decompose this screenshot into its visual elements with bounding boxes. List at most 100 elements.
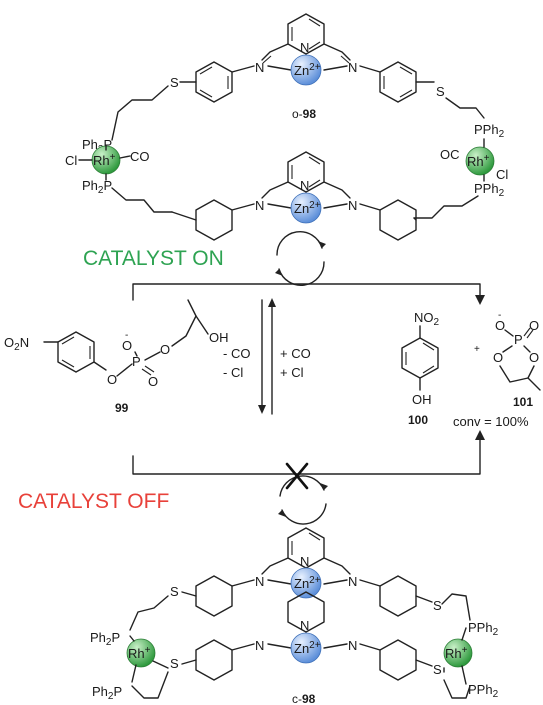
catalyst-on-label: CATALYST ON: [83, 247, 224, 270]
zinc-label-bottom-lower: Zn2+: [294, 640, 321, 656]
aryl-ring-mid-right: [379, 199, 417, 241]
aryl-ring-bottom-left-1: [195, 575, 233, 617]
zinc-label-top: Zn2+: [294, 62, 321, 78]
pyridine-n-bottom-lower: N: [300, 618, 309, 633]
compound-label-99: 99: [115, 401, 129, 415]
thioether-s-bottom-right-2: S: [433, 662, 442, 677]
aryl-ring-top-left: [195, 61, 233, 103]
imine-n-mid-left: N: [255, 198, 264, 213]
zinc-label-mid: Zn2+: [294, 200, 321, 216]
pph2-bottom-right: PPh2: [474, 181, 505, 199]
phosphorus-cyclic: P: [514, 332, 523, 347]
ph2p-bottom-left-lower: Ph2P: [92, 684, 122, 702]
catalyst-off-label: CATALYST OFF: [18, 490, 169, 513]
phosphorus-substrate: P: [132, 354, 141, 369]
closed-macrocycle-c98: N N N Zn2+ S S N N N Zn2+ S S Ph2P: [90, 527, 499, 705]
phosphate-o-minus: O: [122, 338, 132, 353]
chloride-right-top: Cl: [496, 167, 508, 182]
charge-minus-substrate: -: [125, 330, 128, 341]
aryl-oxygen: O: [107, 372, 117, 387]
reaction-bracket-bottom: [132, 435, 481, 475]
ring-oxygen-left: O: [493, 350, 503, 365]
carbonyl-left-top: CO: [130, 149, 150, 164]
imine-n-top-left: N: [255, 60, 264, 75]
cycle-arrows-off: [278, 475, 328, 525]
eq-left-cl: - Cl: [223, 365, 243, 380]
aryl-ring-mid-left: [195, 199, 233, 241]
pyridine-n-mid: N: [300, 178, 309, 193]
product-100: NO2 OH 100: [401, 310, 440, 427]
cyclic-oxo: O: [529, 318, 539, 333]
pyridine-ring-lower: [287, 151, 325, 193]
aryl-ring-substrate: [57, 331, 95, 373]
plus-sign: +: [474, 344, 480, 355]
zinc-ion-bottom-upper: [290, 567, 322, 599]
hydroxyl-product: OH: [412, 392, 432, 407]
rhodium-label-left-bottom: Rh+: [128, 645, 151, 661]
cyclic-o-minus: O: [495, 318, 505, 333]
zinc-ion-top: [290, 54, 322, 86]
imine-n-bottom-right-2: N: [348, 638, 357, 653]
open-macrocycle-o98: N N N Zn2+ S S o-98 Ph2P Rh+ Cl CO Ph: [65, 13, 508, 241]
pyridine-ring-upper: [287, 13, 325, 55]
imine-n-mid-right: N: [348, 198, 357, 213]
rhodium-center-left-bottom: [126, 638, 156, 668]
imine-n-bottom-left-2: N: [255, 638, 264, 653]
aryl-ring-bottom-right-1: [379, 575, 417, 617]
ph2p-bottom-left: Ph2P: [82, 178, 112, 196]
imine-n-bottom-right-1: N: [348, 574, 357, 589]
aryl-ring-product: [401, 337, 439, 379]
ring-oxygen-right: O: [529, 350, 539, 365]
compound-label-101: 101: [513, 395, 533, 409]
thioether-s-bottom-right-1: S: [433, 598, 442, 613]
pyridine-n-top: N: [300, 40, 309, 55]
substrate-99: O2N O P O - O O OH 99: [4, 299, 229, 415]
rhodium-center-right-top: [465, 146, 495, 176]
pyridine-n-bottom-upper: N: [300, 554, 309, 569]
eq-right-cl: + Cl: [280, 365, 304, 380]
nitro-group-substrate: O2N: [4, 335, 29, 353]
eq-left-co: - CO: [223, 346, 250, 361]
zinc-ion-mid: [290, 192, 322, 224]
pph2-top-right: PPh2: [474, 122, 505, 140]
equilibrium-arrows: - CO - Cl + CO + Cl: [223, 298, 311, 415]
rhodium-label-right-bottom: Rh+: [445, 645, 468, 661]
compound-label-c98: c-98: [292, 692, 316, 705]
eq-right-co: + CO: [280, 346, 311, 361]
aryl-ring-top-right: [379, 61, 417, 103]
phosphate-oxo: O: [148, 374, 158, 389]
imine-n-bottom-left-1: N: [255, 574, 264, 589]
thioether-s-bottom-left-2: S: [170, 656, 179, 671]
ph2p-bottom-left-upper: Ph2P: [90, 630, 120, 648]
conversion-label: conv = 100%: [453, 414, 529, 429]
chloride-left-top: Cl: [65, 153, 77, 168]
zinc-label-bottom-upper: Zn2+: [294, 575, 321, 591]
reaction-bracket-top: [132, 283, 481, 301]
catalyst-off-section: CATALYST OFF: [18, 462, 328, 525]
cycle-arrows-on: [275, 231, 326, 286]
aryl-ring-bottom-right-2: [379, 639, 417, 681]
rhodium-label-right-top: Rh+: [467, 153, 490, 169]
pph2-bottom-right-upper: PPh2: [468, 620, 499, 638]
stop-cross: [285, 462, 309, 490]
product-101: O - O P O O 101: [493, 310, 541, 409]
hydroxyl-substrate: OH: [209, 330, 229, 345]
thioether-s-top-left: S: [170, 75, 179, 90]
compound-label-o98: o-98: [292, 107, 316, 121]
ester-oxygen: O: [160, 342, 170, 357]
charge-minus-cyclic: -: [498, 310, 501, 321]
thioether-s-top-right: S: [436, 84, 445, 99]
aryl-ring-bottom-left-2: [195, 639, 233, 681]
rhodium-center-right-bottom: [443, 638, 473, 668]
pph2-bottom-right-lower: PPh2: [468, 682, 499, 700]
nitro-group-product: NO2: [414, 310, 440, 328]
thioether-s-bottom-left-1: S: [170, 584, 179, 599]
catalyst-on-section: CATALYST ON: [83, 231, 326, 286]
pyridine-ring-bottom-lower: [287, 591, 325, 633]
zinc-ion-bottom-lower: [290, 632, 322, 664]
carbonyl-right-top: OC: [440, 147, 460, 162]
compound-label-100: 100: [408, 413, 428, 427]
imine-n-top-right: N: [348, 60, 357, 75]
rhodium-label-left-top: Rh+: [93, 152, 116, 168]
